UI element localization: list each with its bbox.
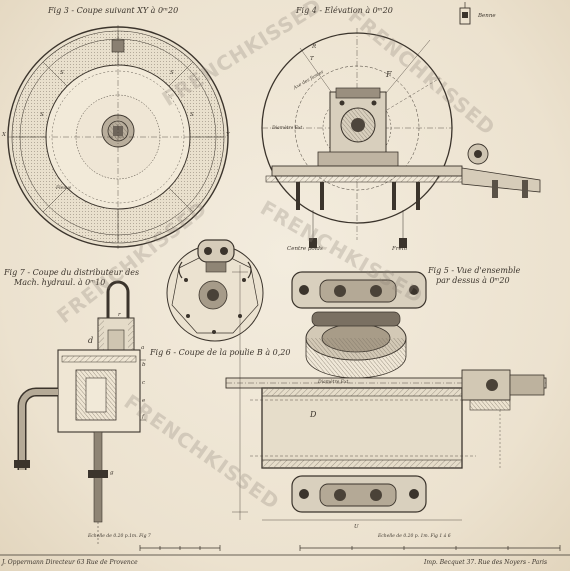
footer-right: Imp. Becquet 37. Rue des Noyers - Paris (424, 559, 548, 566)
label-b: b (142, 362, 146, 368)
fig3-section-disc (7, 25, 229, 249)
label-centre-poids: Centre poids (287, 246, 323, 252)
fig6-caption: Fig 6 - Coupe de la poulie B à 0,20 (150, 348, 291, 357)
label-S4: S (190, 112, 194, 118)
fig3-caption: Fig 3 - Coupe suivant XY à 0ᵐ20 (48, 6, 179, 15)
fig7-caption-line1: Fig 7 - Coupe du distributeur des (4, 268, 140, 277)
label-frein: Frein (392, 246, 408, 252)
fig5-plan-view (225, 265, 547, 521)
fig7-distributor (14, 280, 146, 545)
label-diametre-ext-fig4: Diamètre Ext. (272, 126, 304, 131)
fig4-elevation (261, 2, 541, 248)
label-X: X (2, 132, 6, 138)
label-Y: Y (226, 132, 230, 138)
footer-left: J. Oppermann Directeur 63 Rue de Provenc… (2, 559, 138, 566)
label-d: d (88, 336, 94, 345)
label-S3: S (40, 112, 44, 118)
fig4-caption: Fig 4 - Elévation à 0ᵐ20 (296, 6, 393, 15)
scale-bars (139, 545, 561, 551)
scale-left-label: Echelle de 0.20 p.1m. Fig 7 (88, 534, 151, 539)
label-F: F (386, 70, 392, 79)
label-T: T (310, 56, 314, 62)
label-f: f (142, 414, 145, 420)
scale-right-label: Echelle de 0.20 p. 1m. Fig 1 á 6 (378, 534, 451, 539)
label-g: g (110, 470, 114, 476)
label-c: c (142, 380, 146, 386)
label-U: U (354, 524, 359, 530)
fig5-caption-line2: par dessus à 0ᵐ20 (436, 276, 510, 285)
fig6-pulley-section (166, 239, 264, 342)
label-diametre-ext-fig5: Diamètre Ext. (318, 380, 350, 385)
label-S2: S (170, 70, 174, 76)
fig5-caption-line1: Fig 5 - Vue d'ensemble (428, 266, 521, 275)
label-benne: Benne (478, 13, 496, 19)
label-S1: S (60, 70, 64, 76)
label-a: a (141, 345, 145, 351)
label-D: D (310, 410, 317, 419)
label-fleuve: Fleuve (56, 186, 72, 191)
label-e: e (142, 398, 146, 404)
label-R: R (312, 44, 317, 50)
fig7-caption-line2: Mach. hydraul. à 0ᵐ10 (14, 278, 106, 287)
label-r: r (118, 312, 121, 318)
